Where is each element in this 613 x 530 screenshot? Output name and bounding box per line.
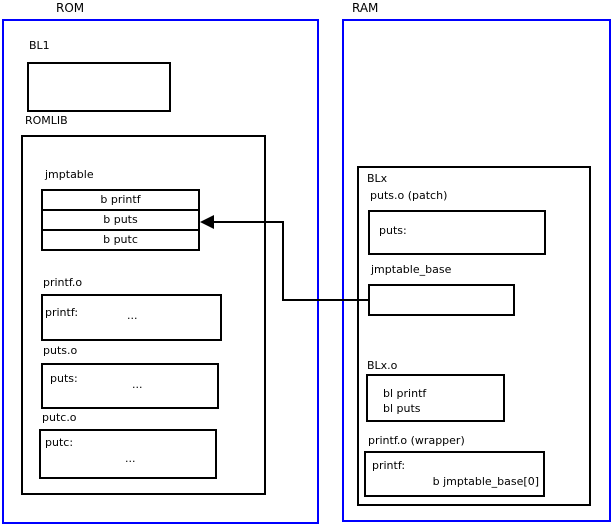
blx-box <box>357 166 591 506</box>
printf-wrapper-box: printf: b jmptable_base[0] <box>364 451 545 497</box>
blx-o-line-bl-puts: bl puts <box>383 402 421 415</box>
printf-o-label: printf.o <box>43 276 83 289</box>
bl1-label: BL1 <box>29 39 50 52</box>
printf-ellipsis: ... <box>127 309 138 322</box>
puts-ellipsis: ... <box>132 378 143 391</box>
putc-ellipsis: ... <box>125 452 136 465</box>
arrow-segment-bottom <box>282 299 370 301</box>
puts-patch-label: puts.o (patch) <box>370 189 448 202</box>
jmptable-row-b-puts: b puts <box>41 209 200 231</box>
putc-o-box: putc: ... <box>39 429 217 479</box>
printf-symbol: printf: <box>45 306 79 319</box>
blx-o-line-bl-printf: bl printf <box>383 387 427 400</box>
rom-frame <box>2 19 319 524</box>
arrow-segment-vertical <box>282 221 284 301</box>
blx-label: BLx <box>367 172 388 185</box>
ram-frame <box>342 19 611 522</box>
putc-o-label: putc.o <box>42 411 77 424</box>
jmptable-base-label: jmptable_base <box>371 263 452 276</box>
jmptable-label: jmptable <box>45 168 94 181</box>
puts-symbol: puts: <box>50 372 78 385</box>
romlib-box <box>21 135 266 495</box>
rom-title: ROM <box>56 1 85 15</box>
puts-patch-symbol: puts: <box>379 224 407 237</box>
blx-o-label: BLx.o <box>367 359 398 372</box>
puts-o-box: puts: ... <box>41 363 219 409</box>
bl1-box <box>27 62 171 112</box>
printf-o-box: printf: ... <box>41 294 222 341</box>
jmptable-base-box <box>368 284 515 316</box>
blx-o-box: bl printf bl puts <box>366 374 505 422</box>
putc-symbol: putc: <box>45 436 74 449</box>
printf-wrapper-symbol: printf: <box>372 459 406 472</box>
puts-o-label: puts.o <box>43 344 78 357</box>
arrow-segment-top <box>212 221 284 223</box>
puts-patch-box: puts: <box>368 210 546 255</box>
arrow-head-icon <box>200 215 214 229</box>
printf-wrapper-branch: b jmptable_base[0] <box>432 475 539 488</box>
romlib-label: ROMLIB <box>25 114 68 127</box>
jmptable-row-b-putc: b putc <box>41 229 200 251</box>
jmptable-row-b-printf: b printf <box>41 189 200 211</box>
ram-title: RAM <box>352 1 379 15</box>
printf-wrapper-label: printf.o (wrapper) <box>368 434 465 447</box>
